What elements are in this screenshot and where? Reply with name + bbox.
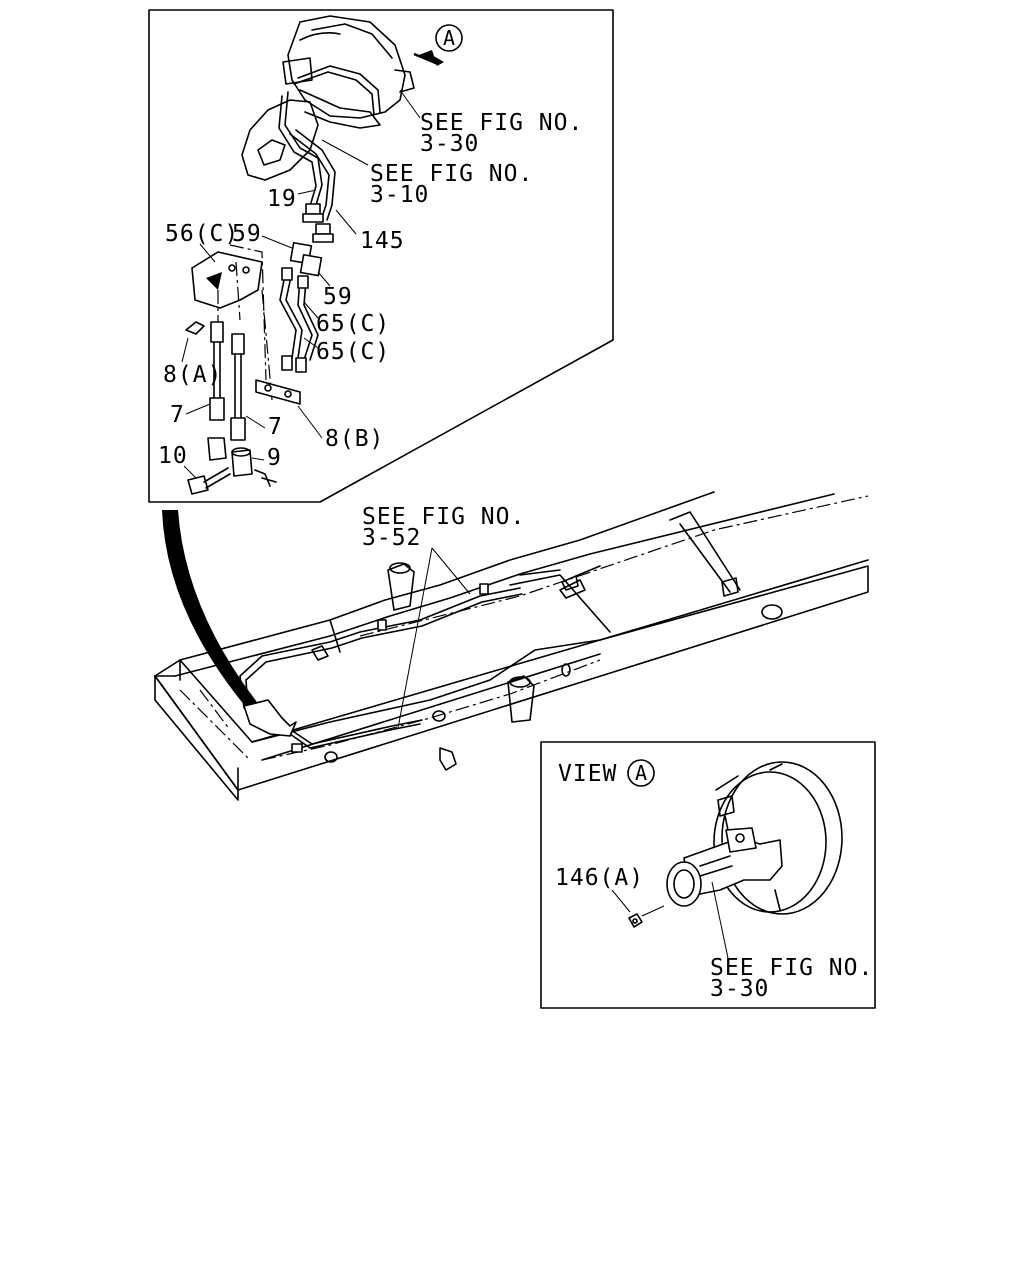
part-8a-label: 8(A) [163,362,222,388]
part-59-bottom-label: 59 [323,284,353,310]
part-146a-label: 146(A) [555,865,644,891]
see-fig-3-52-line1: SEE FIG NO. [362,504,525,530]
bracket-56c [191,244,273,401]
clip-8a [185,321,205,335]
master-cylinder-assembly [241,15,444,243]
see-fig-3-30-line1: SEE FIG NO. [420,110,583,136]
part-7-left-label: 7 [170,402,185,428]
view-a-title-marker: A [635,761,647,785]
view-a-arrow-icon [416,50,444,66]
view-a-inset-border [540,741,876,1009]
flexible-hose-7-right [230,333,246,441]
part-7-right-label: 7 [268,414,283,440]
flexible-hose-7-left [209,321,225,421]
view-a-marker-circle [435,24,463,52]
part-9-label: 9 [267,445,282,471]
part-65c-1-label: 65(C) [316,311,390,337]
detail-inset-border [148,9,614,503]
nut-146a-icon [628,913,643,928]
see-fig-3-30-b-line2: 3-30 [710,976,769,1002]
see-fig-3-30-b-line1: SEE FIG NO. [710,955,873,981]
part-19-label: 19 [267,186,297,212]
part-56c-label: 56(C) [165,221,239,247]
tee-fitting-9 [207,437,277,487]
bolt-10 [187,467,231,495]
part-65c-2-label: 65(C) [316,339,390,365]
detail-inset: A SEE FIG NO. 3-30 SEE FIG NO. 3-10 19 1… [148,9,614,503]
frame-brake-pipes [239,565,601,753]
inset-callout-connector [162,510,260,712]
see-fig-3-10-line1: SEE FIG NO. [370,161,533,187]
view-a-title: VIEW [558,761,617,787]
part-145-label: 145 [360,228,405,254]
view-a-title-marker-circle [627,759,655,787]
view-a-inset: VIEW A 146(A) SEE FIG NO. 3-30 [540,741,876,1009]
connector-59-lower [299,253,323,277]
see-fig-3-10-line2: 3-10 [370,182,429,208]
part-10-label: 10 [158,443,188,469]
part-59-top-label: 59 [232,221,262,247]
see-fig-3-30-line2: 3-30 [420,131,479,157]
view-a-marker-label: A [443,26,455,50]
chassis-frame [154,491,869,801]
clip-block-8b [255,379,301,405]
part-8b-label: 8(B) [325,426,384,452]
see-fig-3-52-line2: 3-52 [362,525,421,551]
